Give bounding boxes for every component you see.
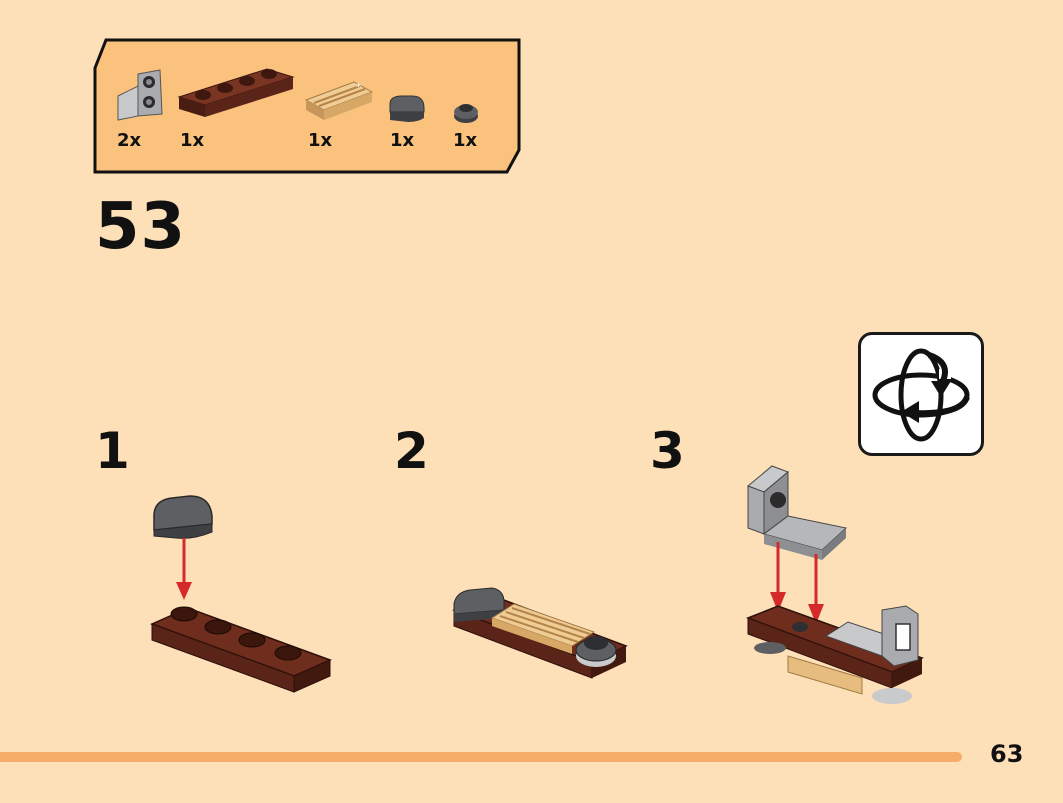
substep-2-illustration bbox=[452, 587, 628, 679]
qty-round-plate: 1x bbox=[453, 130, 478, 151]
qty-brown-plate: 1x bbox=[180, 130, 205, 151]
substep-3-illustration bbox=[745, 465, 924, 704]
step-number: 53 bbox=[95, 190, 187, 264]
parts-list-box: 2x 1x * 1x 1x 1x bbox=[92, 38, 522, 174]
grey-bracket-part-icon bbox=[117, 69, 163, 121]
svg-text:*: * bbox=[356, 82, 361, 93]
substep-number-2: 2 bbox=[394, 422, 429, 480]
dark-grey-tile-part-icon bbox=[389, 95, 425, 122]
footer-bar bbox=[0, 752, 962, 762]
qty-dark-grey-tile: 1x bbox=[390, 130, 415, 151]
substep-1-illustration bbox=[150, 495, 332, 693]
substep-number-3: 3 bbox=[650, 422, 685, 480]
page-number: 63 bbox=[990, 740, 1024, 768]
rotate-model-icon bbox=[872, 348, 970, 442]
qty-grey-bracket: 2x bbox=[117, 130, 142, 151]
brown-plate-part-icon bbox=[177, 68, 295, 117]
rotate-indicator-box bbox=[858, 332, 984, 456]
substep-number-1: 1 bbox=[95, 422, 130, 480]
round-plate-part-icon bbox=[454, 104, 478, 123]
tan-grille-part-icon: * bbox=[304, 81, 374, 120]
qty-tan-grille: 1x bbox=[308, 130, 333, 151]
